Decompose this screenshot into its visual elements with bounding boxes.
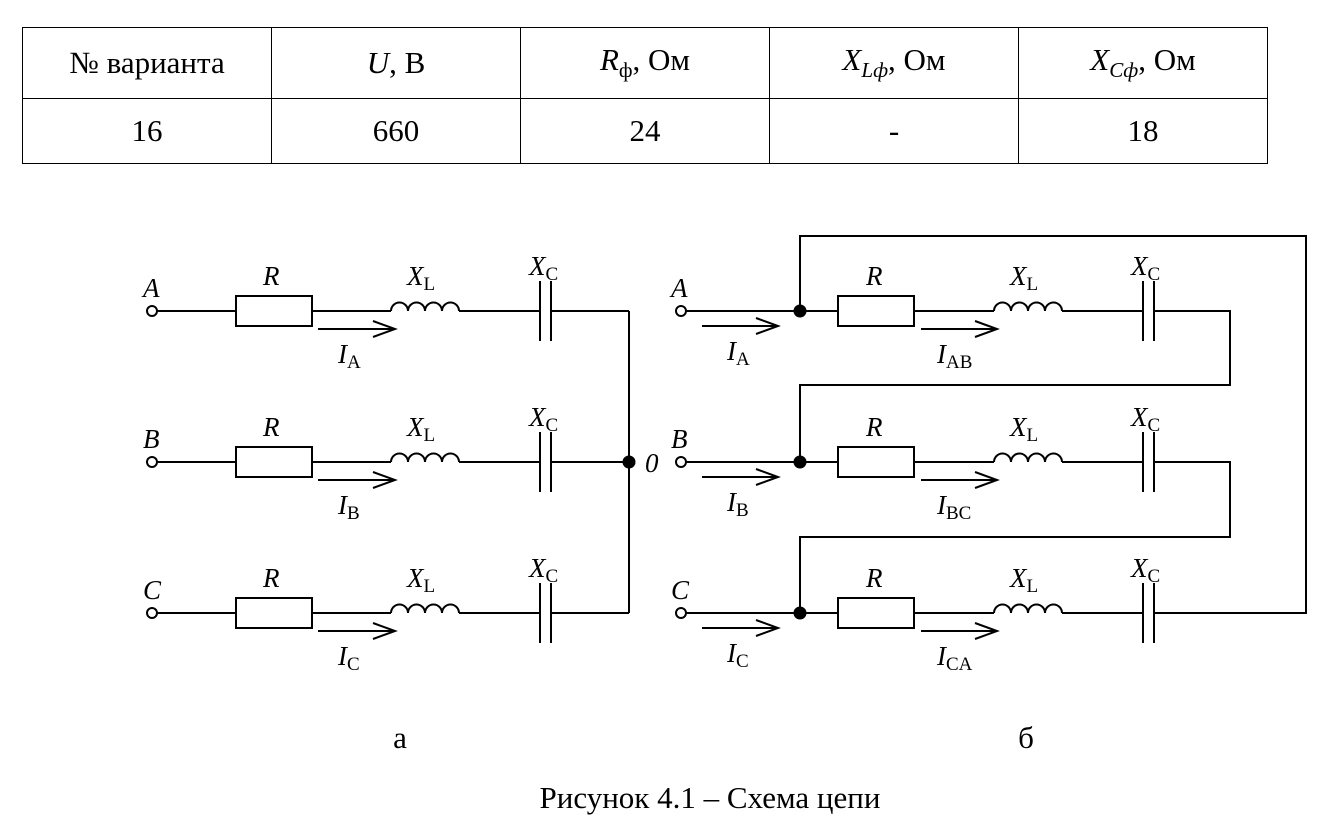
header-variant: № варианта — [22, 27, 272, 99]
inductor — [390, 452, 460, 463]
terminal-a — [146, 305, 158, 317]
line-current-arrow-c-head — [755, 619, 781, 637]
resistor — [235, 295, 313, 327]
resistor-label: R — [865, 261, 883, 291]
subfigure-label-b: б — [1018, 720, 1034, 755]
current-label-b: IB — [337, 490, 360, 524]
current-arrow-b-head — [372, 471, 398, 489]
value-variant: 16 — [22, 98, 272, 164]
capacitor-label: XC — [528, 251, 558, 285]
current-label-a: IA — [337, 339, 361, 373]
phase-label-c: C — [143, 575, 162, 605]
inductor — [390, 301, 460, 312]
current-arrow-c-head — [372, 622, 398, 640]
resistor-label: R — [262, 563, 280, 593]
capacitor-label: XC — [1130, 251, 1160, 285]
resistor-label: R — [262, 261, 280, 291]
phase-current-arrow-ca-head — [974, 622, 1000, 640]
value-voltage: 660 — [271, 98, 521, 164]
value-resistance: 24 — [520, 98, 770, 164]
terminal-a-delta — [675, 305, 687, 317]
capacitor-label: XC — [1130, 402, 1160, 436]
neutral-label: 0 — [645, 448, 659, 478]
resistor-label: R — [262, 412, 280, 442]
inductor — [993, 603, 1063, 614]
resistor-label: R — [865, 563, 883, 593]
resistor — [235, 446, 313, 478]
value-inductive-reactance: - — [769, 98, 1019, 164]
capacitor-label: XC — [528, 402, 558, 436]
value-capacitive-reactance: 18 — [1018, 98, 1268, 164]
phase-current-arrow-ab-head — [974, 320, 1000, 338]
table-header-row: № варианта U, В Rф, Ом XLф, Ом XCф, Ом — [22, 27, 1268, 99]
header-voltage: U, В — [271, 27, 521, 99]
phase-current-arrow-bc-head — [974, 471, 1000, 489]
header-capacitive-reactance: XCф, Ом — [1018, 27, 1268, 99]
terminal-b-delta — [675, 456, 687, 468]
terminal-c — [146, 607, 158, 619]
capacitor-label: XC — [528, 553, 558, 587]
parameters-table: № варианта U, В Rф, Ом XLф, Ом XCф, Ом 1… — [22, 27, 1268, 164]
capacitor-label: XC — [1130, 553, 1160, 587]
neutral-node — [622, 455, 636, 469]
wire-ab-to-b — [799, 310, 1231, 462]
line-current-label-a: IA — [726, 336, 750, 370]
header-resistance: Rф, Ом — [520, 27, 770, 99]
inductor-label: XL — [1009, 412, 1038, 446]
phase-label-a-delta: A — [669, 273, 688, 303]
subfigure-label-a: а — [393, 720, 407, 755]
inductor — [993, 452, 1063, 463]
phase-current-label-ca: ICA — [936, 641, 973, 675]
inductor-label: XL — [1009, 563, 1038, 597]
phase-label-b: B — [143, 424, 160, 454]
terminal-b — [146, 456, 158, 468]
inductor-label: XL — [406, 412, 435, 446]
inductor-label: XL — [406, 261, 435, 295]
phase-label-a: A — [141, 273, 160, 303]
resistor — [837, 295, 915, 327]
terminal-c-delta — [675, 607, 687, 619]
inductor — [993, 301, 1063, 312]
resistor — [837, 597, 915, 629]
line-current-arrow-b-head — [755, 468, 781, 486]
current-arrow-a-head — [372, 320, 398, 338]
phase-current-label-bc: IBC — [936, 490, 971, 524]
wire-ca-to-a — [799, 235, 1307, 614]
wire-bc-to-c — [799, 461, 1231, 613]
table-row: 16 660 24 - 18 — [22, 98, 1268, 164]
inductor-label: XL — [1009, 261, 1038, 295]
line-current-label-c: IC — [726, 638, 749, 672]
resistor-label: R — [865, 412, 883, 442]
header-inductive-reactance: XLф, Ом — [769, 27, 1019, 99]
resistor — [837, 446, 915, 478]
figure-caption: Рисунок 4.1 – Схема цепи — [539, 780, 881, 815]
line-current-label-b: IB — [726, 487, 749, 521]
phase-current-label-ab: IAB — [936, 339, 972, 373]
resistor — [235, 597, 313, 629]
phase-label-c-delta: C — [671, 575, 690, 605]
inductor — [390, 603, 460, 614]
phase-label-b-delta: B — [671, 424, 688, 454]
line-current-arrow-a-head — [755, 317, 781, 335]
inductor-label: XL — [406, 563, 435, 597]
current-label-c: IC — [337, 641, 360, 675]
